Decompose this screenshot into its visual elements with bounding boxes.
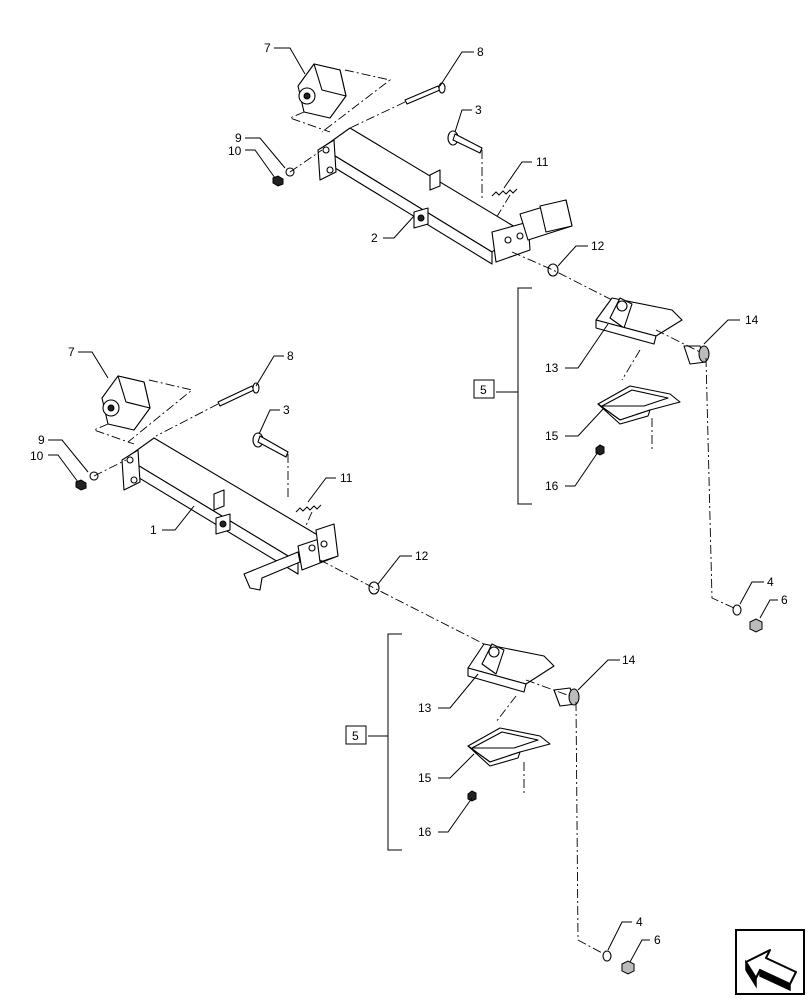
callout-6-upper: 6 xyxy=(781,593,788,607)
bolt-3-lower xyxy=(252,432,289,500)
lower-assembly: 7 8 3 9 10 11 1 12 5 13 14 15 16 4 6 xyxy=(30,345,661,975)
bracket-13-upper xyxy=(595,297,683,345)
scraper-15-lower xyxy=(467,695,551,796)
bolt-3-upper xyxy=(447,130,483,200)
callout-15-lower: 15 xyxy=(418,771,432,785)
bushing-7-upper xyxy=(288,63,392,133)
callout-2: 2 xyxy=(371,231,378,245)
callout-12-lower: 12 xyxy=(415,549,429,563)
bushing-14-upper xyxy=(655,329,735,609)
callout-11-upper: 11 xyxy=(536,155,549,169)
upper-assembly: 7 8 3 9 10 11 2 12 5 13 14 15 16 4 6 xyxy=(228,41,788,633)
nut-10-lower xyxy=(75,479,87,491)
callout-3-lower: 3 xyxy=(283,403,290,417)
callout-8-lower: 8 xyxy=(287,349,294,363)
callout-13-lower: 13 xyxy=(418,701,432,715)
bushing-7-lower xyxy=(92,375,193,445)
washer-4-upper xyxy=(732,604,742,616)
callout-14-lower: 14 xyxy=(622,653,636,667)
nut-6-lower xyxy=(621,960,635,975)
callout-5-upper-box xyxy=(473,379,495,399)
callout-7-lower: 7 xyxy=(68,345,75,359)
callout-4-upper: 4 xyxy=(767,575,774,589)
callout-9-upper: 9 xyxy=(235,131,242,145)
callout-5-lower-box xyxy=(345,725,367,745)
callout-9-lower: 9 xyxy=(38,433,45,447)
callout-8-upper: 8 xyxy=(477,45,484,59)
callout-15-upper: 15 xyxy=(545,429,559,443)
callout-10-lower: 10 xyxy=(30,449,44,463)
arm-2 xyxy=(289,127,573,265)
bracket-13-lower xyxy=(467,643,555,693)
spring-11-lower xyxy=(295,504,322,531)
callout-3-upper: 3 xyxy=(475,103,482,117)
callout-6-lower: 6 xyxy=(654,933,661,947)
nut-6-upper xyxy=(749,618,763,633)
callout-13-upper: 13 xyxy=(545,361,559,375)
bolt-16-lower xyxy=(467,790,477,802)
nut-10-upper xyxy=(272,175,284,187)
callout-5-upper: 5 xyxy=(480,383,487,397)
navigation-arrow-icon[interactable] xyxy=(735,929,805,995)
washer-12-lower xyxy=(368,581,380,595)
callout-5-lower: 5 xyxy=(352,729,359,743)
callout-11-lower: 11 xyxy=(340,471,353,485)
arm-1 xyxy=(93,437,339,591)
callout-14-upper: 14 xyxy=(745,313,759,327)
bushing-14-lower xyxy=(525,679,605,955)
callout-10-upper: 10 xyxy=(228,144,242,158)
scraper-15-upper xyxy=(597,349,681,450)
callout-12-upper: 12 xyxy=(591,239,605,253)
bolt-8-lower xyxy=(155,382,260,437)
callout-1: 1 xyxy=(150,523,157,537)
callout-7-upper: 7 xyxy=(264,41,271,55)
callout-16-lower: 16 xyxy=(418,825,432,839)
callout-4-lower: 4 xyxy=(636,915,643,929)
callout-16-upper: 16 xyxy=(545,479,559,493)
washer-12-upper xyxy=(547,263,559,277)
washer-4-lower xyxy=(602,950,612,962)
bolt-8-upper xyxy=(349,82,446,129)
